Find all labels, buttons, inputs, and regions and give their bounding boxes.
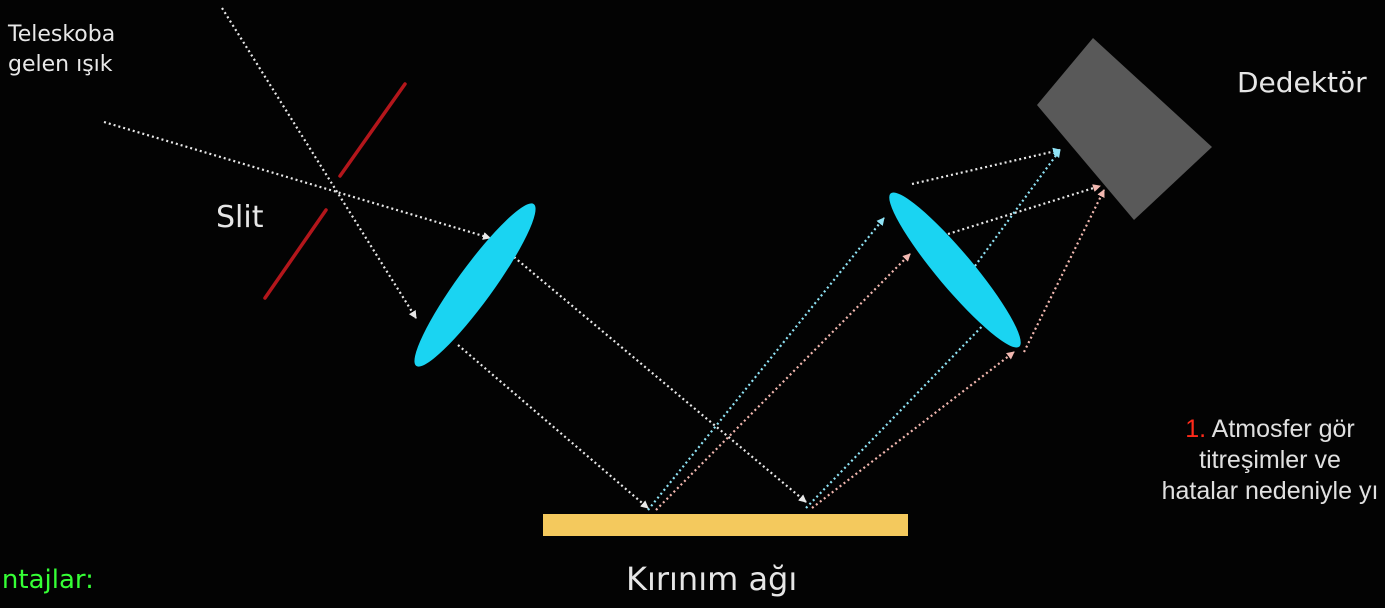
incoming-rays bbox=[103, 7, 491, 319]
note-line-1-text: Atmosfer gör bbox=[1211, 415, 1355, 443]
collimator-lens bbox=[414, 203, 536, 367]
dispersed-ray-blue-2 bbox=[805, 313, 995, 509]
detector-label: Dedektör bbox=[1237, 66, 1367, 99]
collimated-rays bbox=[457, 256, 807, 509]
advantages-heading: antajlar: bbox=[0, 565, 94, 595]
incoming-light-line-2: gelen ışık bbox=[8, 52, 113, 77]
collimated-ray-lower bbox=[457, 344, 649, 509]
dispersed-ray-blue-1 bbox=[647, 217, 885, 511]
note-number: 1. bbox=[1185, 415, 1207, 443]
focused-rays bbox=[911, 147, 1105, 353]
focused-ray-2 bbox=[947, 184, 1101, 236]
slit-label: Slit bbox=[216, 200, 264, 235]
dispersed-rays bbox=[647, 217, 1015, 511]
collimated-ray-upper bbox=[513, 256, 807, 503]
note-line-2: titreşimler ve bbox=[1199, 446, 1341, 474]
dispersed-ray-red-2 bbox=[811, 351, 1015, 509]
diffraction-grating bbox=[543, 514, 908, 536]
note-text: 1. Atmosfer gör titreşimler ve hatalar n… bbox=[990, 414, 1385, 507]
slit-upper-blade bbox=[338, 82, 407, 178]
focused-ray-3 bbox=[971, 149, 1061, 271]
dispersed-ray-red-1 bbox=[655, 253, 911, 511]
detector bbox=[1037, 38, 1212, 220]
focused-ray-4 bbox=[1023, 189, 1105, 353]
incoming-light-line-1: Teleskoba bbox=[8, 22, 116, 47]
focused-ray-1 bbox=[911, 147, 1061, 186]
camera-lens bbox=[889, 192, 1021, 348]
incoming-ray-steep bbox=[221, 7, 417, 319]
slit-lower-blade bbox=[263, 208, 328, 300]
incoming-ray-shallow bbox=[103, 120, 491, 240]
incoming-light-label: Teleskoba gelen ışık bbox=[8, 20, 115, 80]
grating-label: Kırınım ağı bbox=[626, 560, 798, 598]
note-line-1: 1. Atmosfer gör bbox=[990, 414, 1385, 445]
slit bbox=[263, 82, 407, 300]
note-line-3: hatalar nedeniyle yı bbox=[1161, 477, 1379, 505]
